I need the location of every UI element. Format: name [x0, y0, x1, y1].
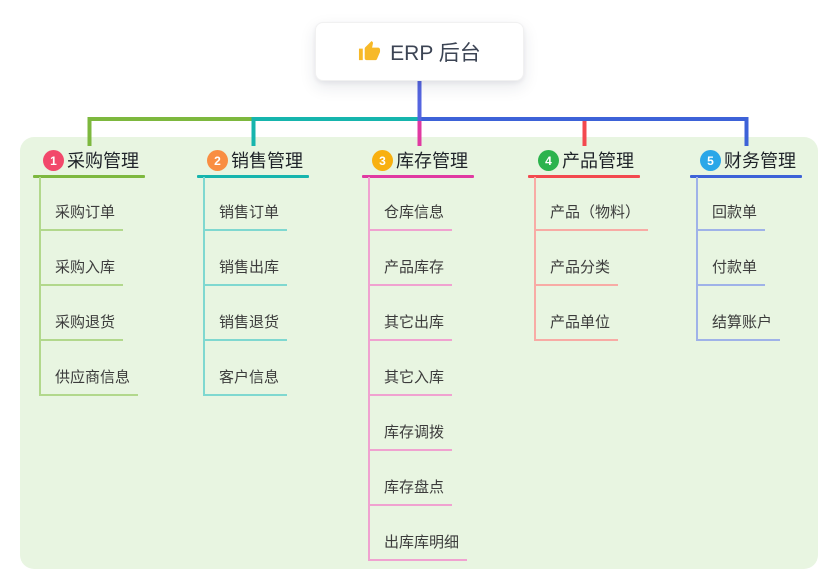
branch-underline	[528, 175, 640, 178]
child-node[interactable]: 其它入库	[384, 369, 445, 386]
branch-underline	[690, 175, 802, 178]
branch-underline	[197, 175, 309, 178]
child-node[interactable]: 采购订单	[55, 204, 116, 221]
branch-underline	[362, 175, 474, 178]
child-node[interactable]: 销售出库	[219, 259, 280, 276]
child-node[interactable]: 产品库存	[384, 259, 445, 276]
child-underline	[368, 394, 452, 396]
child-underline	[368, 449, 452, 451]
branch-title-1[interactable]: 采购管理	[67, 151, 139, 171]
child-node[interactable]: 产品（物料）	[550, 204, 641, 221]
child-underline	[39, 339, 123, 341]
child-node[interactable]: 产品单位	[550, 314, 611, 331]
child-underline	[368, 339, 452, 341]
child-underline	[368, 504, 452, 506]
child-node[interactable]: 结算账户	[712, 314, 773, 331]
branch-title-5[interactable]: 财务管理	[724, 151, 796, 171]
branch-child-rail	[203, 177, 205, 396]
child-node[interactable]: 库存盘点	[384, 479, 445, 496]
child-node[interactable]: 产品分类	[550, 259, 611, 276]
child-underline	[203, 229, 287, 231]
child-node[interactable]: 库存调拨	[384, 424, 445, 441]
child-underline	[203, 284, 287, 286]
branch-badge-4: 4	[538, 150, 559, 171]
thumbs-up-icon	[358, 40, 381, 63]
child-underline	[534, 339, 618, 341]
child-underline	[368, 229, 452, 231]
child-node[interactable]: 采购退货	[55, 314, 116, 331]
branch-title-2[interactable]: 销售管理	[231, 151, 303, 171]
child-node[interactable]: 其它出库	[384, 314, 445, 331]
branch-child-rail	[534, 177, 536, 341]
child-node[interactable]: 回款单	[712, 204, 758, 221]
child-underline	[696, 284, 765, 286]
child-node[interactable]: 采购入库	[55, 259, 116, 276]
child-underline	[534, 229, 648, 231]
child-underline	[39, 229, 123, 231]
branch-badge-5: 5	[700, 150, 721, 171]
branch-badge-3: 3	[372, 150, 393, 171]
child-underline	[39, 284, 123, 286]
child-node[interactable]: 供应商信息	[55, 369, 131, 386]
branches-panel	[20, 137, 818, 569]
branch-title-3[interactable]: 库存管理	[396, 151, 468, 171]
child-node[interactable]: 仓库信息	[384, 204, 445, 221]
branch-badge-2: 2	[207, 150, 228, 171]
branch-badge-1: 1	[43, 150, 64, 171]
child-underline	[203, 394, 287, 396]
child-node[interactable]: 销售退货	[219, 314, 280, 331]
branch-child-rail	[696, 177, 698, 341]
root-label: ERP 后台	[390, 41, 481, 65]
child-node[interactable]: 销售订单	[219, 204, 280, 221]
branch-child-rail	[39, 177, 41, 396]
child-underline	[696, 339, 780, 341]
child-node[interactable]: 出库库明细	[384, 534, 460, 551]
branch-child-rail	[368, 177, 370, 561]
root-node[interactable]: ERP 后台	[315, 22, 524, 81]
child-underline	[203, 339, 287, 341]
branch-title-4[interactable]: 产品管理	[562, 151, 634, 171]
child-underline	[696, 229, 765, 231]
child-node[interactable]: 付款单	[712, 259, 758, 276]
child-underline	[39, 394, 138, 396]
child-underline	[368, 284, 452, 286]
child-underline	[534, 284, 618, 286]
child-node[interactable]: 客户信息	[219, 369, 280, 386]
child-underline	[368, 559, 467, 561]
branch-underline	[33, 175, 145, 178]
